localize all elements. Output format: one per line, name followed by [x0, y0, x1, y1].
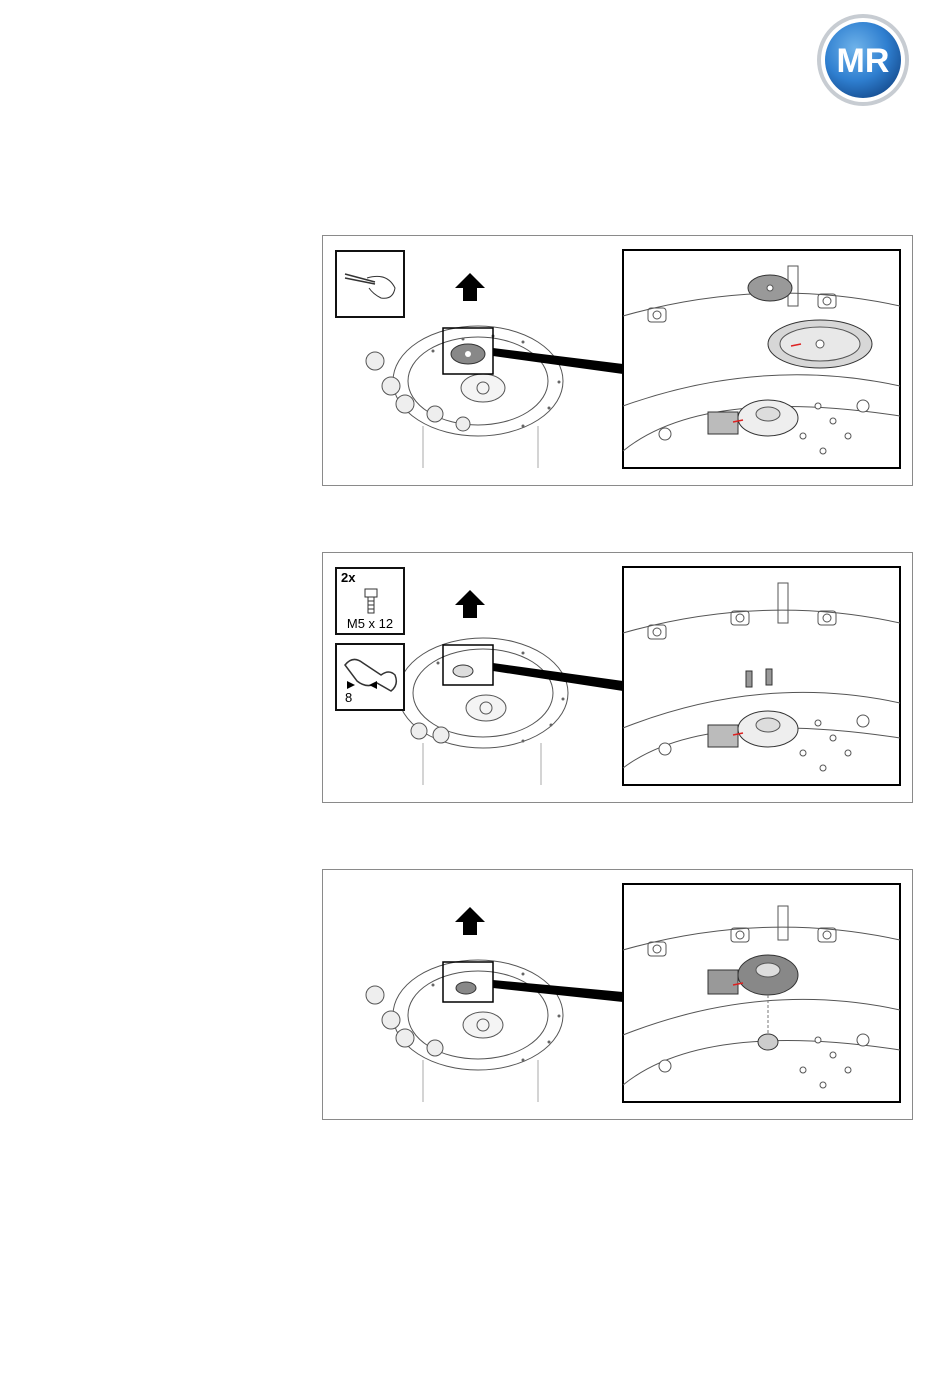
tool-box-bolts: 2x M5 x 12 [335, 567, 405, 635]
wrench-size: 8 [345, 690, 352, 705]
figure-illustration [323, 870, 914, 1121]
up-arrow-icon [455, 907, 485, 935]
svg-text:MR: MR [837, 42, 890, 80]
figure-step-3 [322, 869, 913, 1120]
figure-illustration [323, 553, 914, 804]
up-arrow-icon [455, 590, 485, 618]
figure-step-2: 2x M5 x 12 8 [322, 552, 913, 803]
mr-logo: MR [815, 12, 911, 108]
figure-illustration [323, 236, 914, 487]
bolt-spec: M5 x 12 [337, 616, 403, 631]
figure-step-1 [322, 235, 913, 486]
tank-overview [366, 960, 563, 1102]
tool-box-wrench: 8 [335, 643, 405, 711]
bolt-quantity: 2x [341, 570, 355, 585]
up-arrow-icon [455, 273, 485, 301]
tweezers-hand-icon [337, 252, 403, 316]
tank-overview [398, 638, 568, 785]
bolt-icon [361, 587, 381, 617]
tool-box-tweezers [335, 250, 405, 318]
